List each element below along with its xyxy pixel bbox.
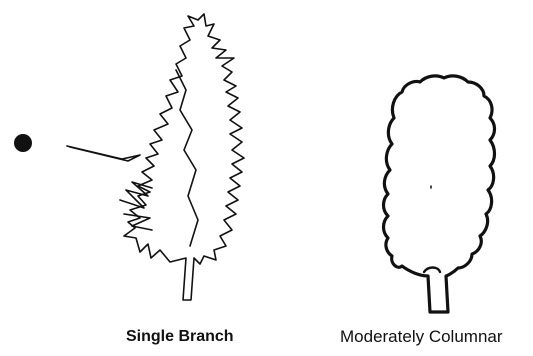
single-branch-tree-icon [67,14,244,300]
columnar-tree-icon [384,76,495,312]
single-branch-label: Single Branch [126,328,234,346]
bullet-marker [14,134,32,152]
moderately-columnar-label: Moderately Columnar [340,327,503,347]
